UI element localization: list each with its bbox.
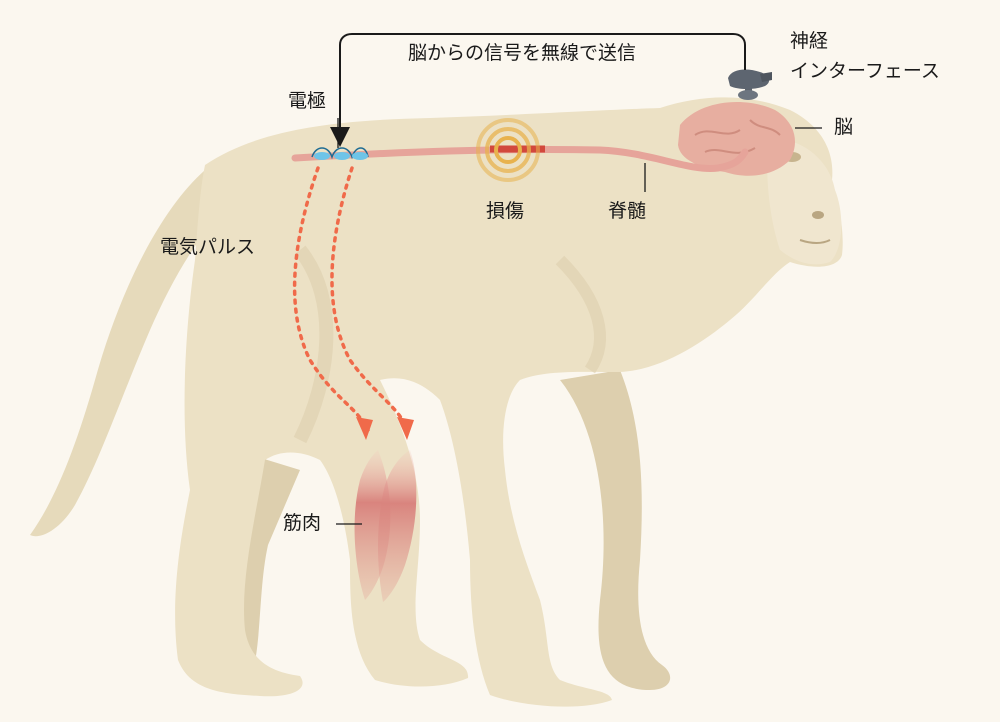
injury-label: 損傷 <box>486 200 525 222</box>
injury-target-icon <box>476 118 540 182</box>
muscle-label: 筋肉 <box>283 512 322 534</box>
electrode-icon <box>311 147 369 160</box>
brain-shape <box>678 102 795 176</box>
wireless-label: 脳からの信号を無線で送信 <box>408 42 637 64</box>
electrode-label: 電極 <box>288 90 327 112</box>
neural-interface-device-icon <box>728 69 772 100</box>
nose-icon <box>812 211 824 219</box>
pulse-label: 電気パルス <box>160 236 256 258</box>
monkey-body <box>30 97 843 707</box>
spinal-cord-shape <box>291 145 749 173</box>
wireless-signal-arrow <box>330 33 746 147</box>
spinal-cord-label: 脊髄 <box>608 200 647 222</box>
pulse-arrow-icon <box>292 166 414 440</box>
muscle-shape <box>354 450 417 602</box>
interface-label-line2: インターフェース <box>790 60 940 82</box>
interface-label-line1: 神経 <box>790 30 829 52</box>
brain-label: 脳 <box>834 116 854 138</box>
